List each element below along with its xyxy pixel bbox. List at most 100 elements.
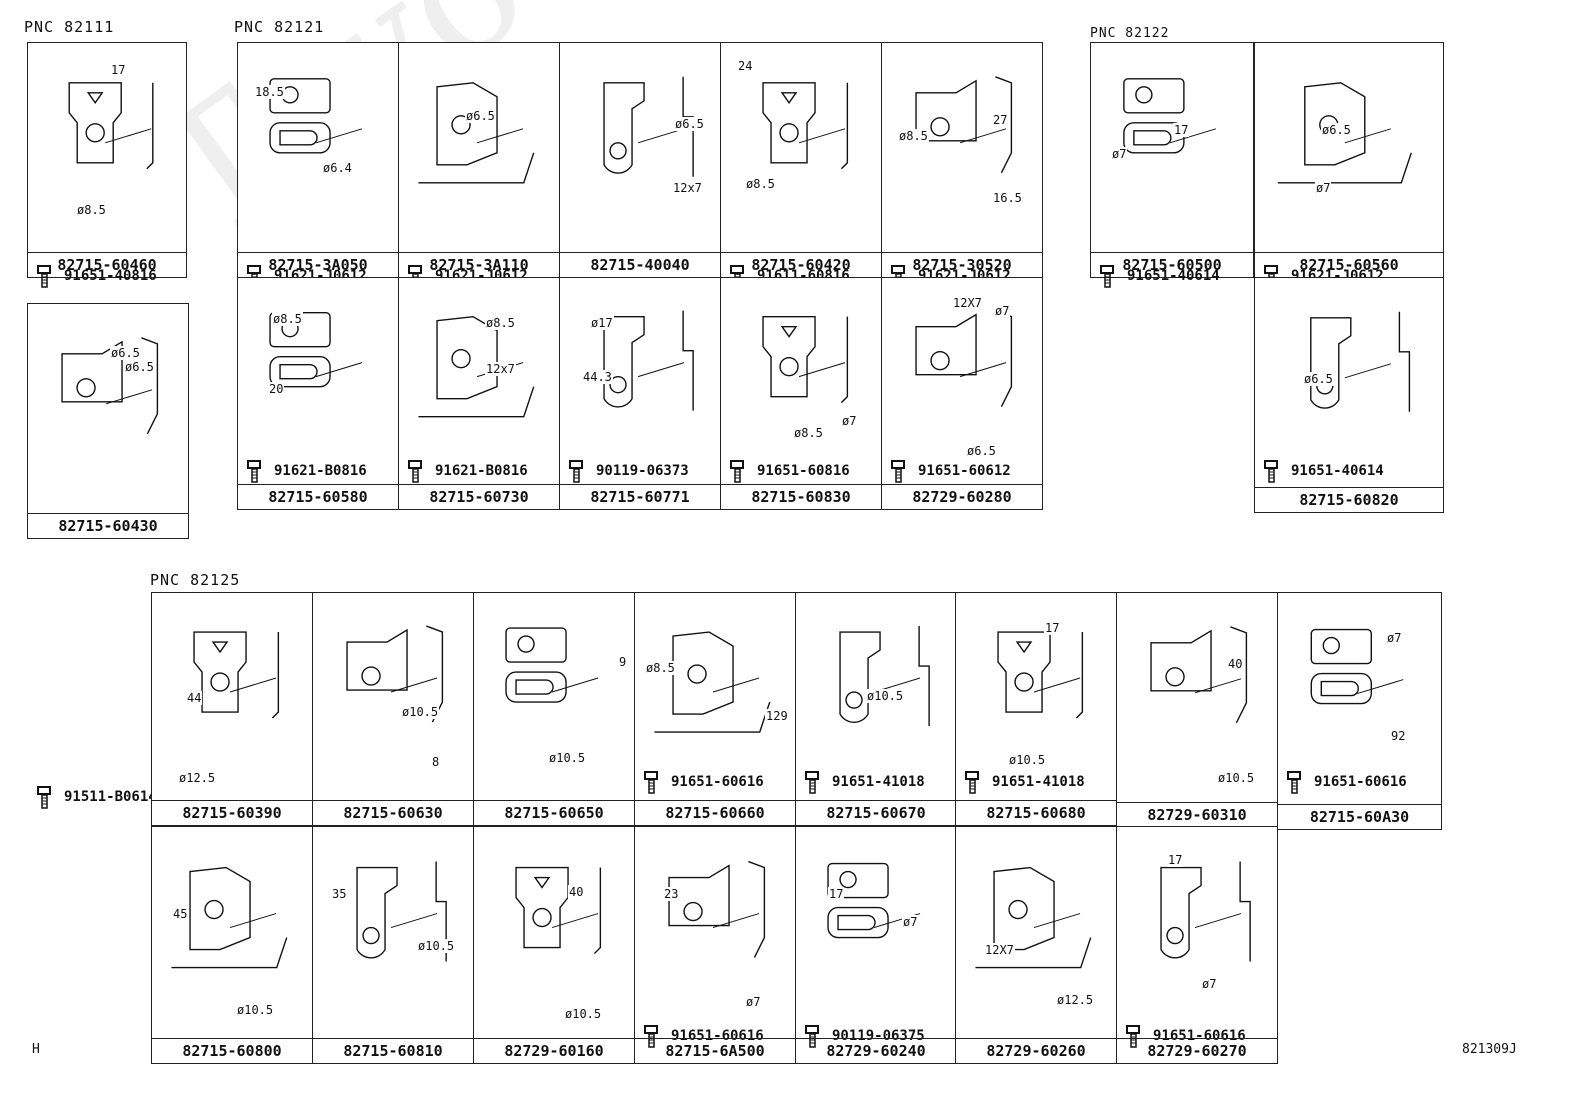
part-drawing [1123, 78, 1217, 154]
bolt-callout: 91651-60616 [1123, 1023, 1246, 1049]
dimension-label: 12X7 [984, 943, 1015, 957]
bolt-part-number: 91651-40816 [64, 268, 157, 284]
dimension-label: ø7 [994, 304, 1011, 318]
bolt-part-number: 91651-40614 [1127, 268, 1220, 284]
bolt-icon [644, 1025, 658, 1048]
part-number: 82715-6A500 [635, 1038, 795, 1063]
dimension-label: 44.3 [582, 370, 613, 384]
dimension-label: ø7 [1386, 631, 1403, 645]
part-number: 82729-60260 [956, 1038, 1116, 1063]
group-label-82125: PNC 82125 [150, 571, 241, 589]
dimension-label: 8 [431, 755, 441, 769]
dimension-label: ø12.5 [1056, 993, 1095, 1007]
bolt-part-number: 91621-B0816 [274, 463, 367, 479]
part-drawing [505, 627, 599, 703]
part-drawing [418, 315, 535, 418]
part-number: 82715-60460 [28, 252, 186, 277]
dimension-label: ø7 [1201, 977, 1218, 991]
dimension-label: 20 [268, 382, 285, 396]
part-drawing [1277, 82, 1412, 184]
dimension-label: ø6.5 [1303, 372, 1334, 386]
dimension-label: ø8.5 [272, 312, 303, 326]
dimension-label: ø8.5 [793, 426, 824, 440]
bolt-icon [891, 460, 905, 483]
dimension-label: 16.5 [992, 191, 1023, 205]
bolt-callout: 91511-B0614 [34, 784, 157, 810]
bolt-icon [1126, 1025, 1140, 1048]
dimension-label: 27 [992, 113, 1009, 127]
part-number: 82715-60670 [796, 800, 956, 825]
dimension-label: 23 [663, 887, 680, 901]
bolt-callout: 91651-40614 [1261, 458, 1384, 484]
bolt-callout: 91651-60616 [641, 1023, 764, 1049]
part-number: 82715-40040 [560, 252, 720, 277]
dimension-label: ø10.5 [1008, 753, 1047, 767]
bolt-callout: 91651-60816 [727, 458, 850, 484]
part-number: 82729-60270 [1117, 1038, 1277, 1063]
dimension-label: 9 [618, 655, 628, 669]
part-drawing [1160, 861, 1251, 962]
part-drawing [269, 78, 363, 154]
part-number: 82729-60240 [796, 1038, 956, 1063]
part-drawing [68, 82, 154, 170]
bolt-icon [1287, 771, 1301, 794]
dimension-label: ø8.5 [898, 129, 929, 143]
part-drawing [668, 860, 766, 958]
corner-code-right: 821309J [1462, 1042, 1517, 1057]
dimension-label: ø6.5 [1321, 123, 1352, 137]
part-drawing [171, 866, 288, 969]
bolt-part-number: 91651-41018 [992, 774, 1085, 790]
part-number: 82715-60680 [956, 800, 1116, 825]
dimension-label: 45 [172, 907, 189, 921]
dimension-label: ø6.5 [124, 360, 155, 374]
bolt-callout: 91651-60616 [641, 769, 764, 795]
dimension-label: ø8.5 [745, 177, 776, 191]
dimension-label: ø8.5 [76, 203, 107, 217]
dimension-label: ø12.5 [178, 771, 217, 785]
bolt-callout: 91651-40816 [34, 263, 157, 289]
part-drawing [997, 631, 1084, 719]
part-number: 82715-60650 [474, 800, 634, 825]
dimension-label: 40 [1227, 657, 1244, 671]
part-drawing [356, 861, 447, 962]
dimension-label: 17 [1173, 123, 1190, 137]
dimension-label: ø7 [745, 995, 762, 1009]
part-number: 82715-60800 [152, 1038, 312, 1063]
part-drawing [1310, 628, 1404, 705]
dimension-label: 12x7 [485, 362, 516, 376]
dimension-label: ø10.5 [236, 1003, 275, 1017]
part-number: 82715-60820 [1255, 487, 1443, 512]
dimension-label: 44 [186, 691, 203, 705]
part-number: 82715-60A30 [1278, 804, 1441, 829]
bolt-icon [569, 460, 583, 483]
bolt-icon [965, 771, 979, 794]
part-drawing [269, 311, 363, 388]
part-number: 82715-60810 [313, 1038, 473, 1063]
dimension-label: ø10.5 [564, 1007, 603, 1021]
part-drawing [915, 76, 1013, 174]
part-number: 82715-60580 [238, 484, 398, 509]
part-number: 82715-60430 [28, 513, 188, 538]
corner-code-left: H [32, 1042, 40, 1057]
dimension-label: 92 [1390, 729, 1407, 743]
part-cell: 82715-60800 45 ø10.5 [151, 826, 313, 1064]
part-drawing [975, 866, 1092, 969]
bolt-part-number: 90119-06375 [832, 1028, 925, 1044]
dimension-label: ø6.5 [674, 117, 705, 131]
dimension-label: 18.5 [254, 85, 285, 99]
bolt-icon [730, 460, 744, 483]
